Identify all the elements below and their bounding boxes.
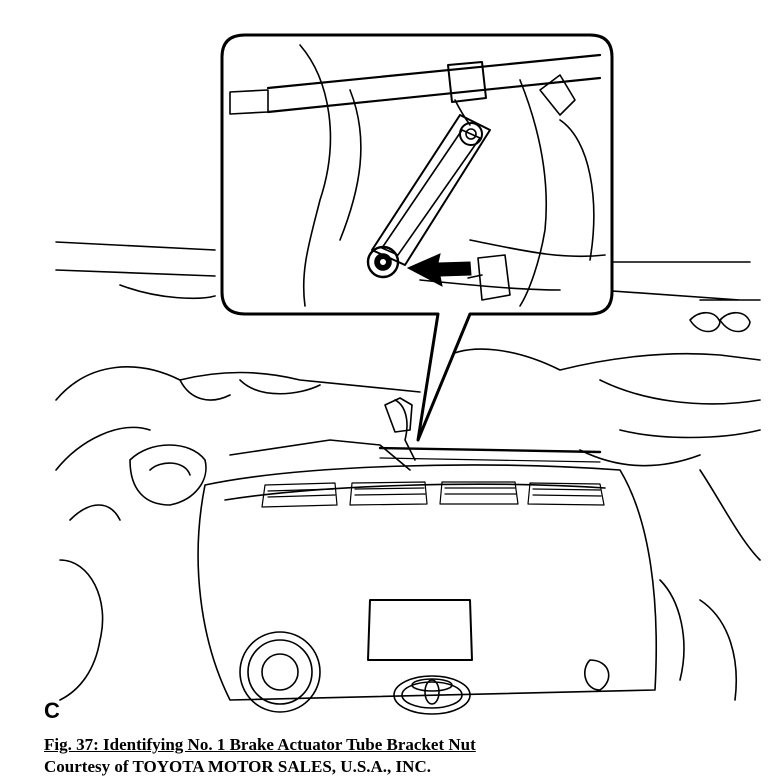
detail-callout xyxy=(220,33,614,442)
engine-cover xyxy=(197,464,657,715)
arrow-pointer-icon xyxy=(406,253,472,287)
engine-bay-background xyxy=(55,241,761,701)
figure-credit: Courtesy of TOYOTA MOTOR SALES, U.S.A., … xyxy=(44,757,431,776)
oil-filler-cap xyxy=(239,631,321,713)
panel-letter: C xyxy=(44,698,60,723)
bracket-nut-target xyxy=(366,245,400,279)
toyota-emblem-icon xyxy=(393,675,471,715)
figure-caption: Fig. 37: Identifying No. 1 Brake Actuato… xyxy=(44,735,476,754)
upper-bracket-nut xyxy=(459,122,483,146)
wrench-socket xyxy=(467,254,511,301)
brake-actuator-tube xyxy=(378,397,602,463)
cover-vents xyxy=(261,481,605,508)
cover-label-plate xyxy=(367,599,473,661)
